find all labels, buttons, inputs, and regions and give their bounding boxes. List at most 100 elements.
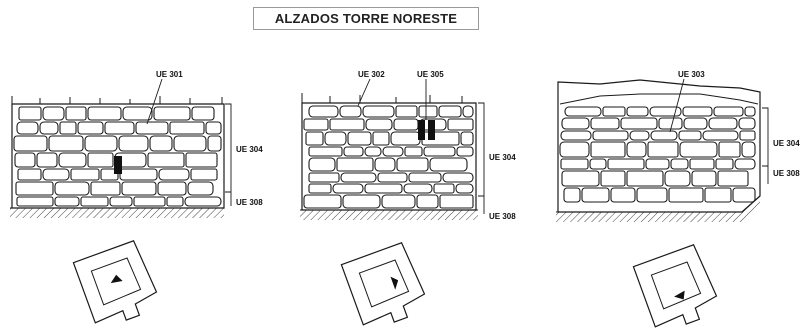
stone	[559, 141, 590, 158]
stone	[80, 196, 109, 207]
stone	[668, 187, 704, 203]
stone	[439, 194, 474, 209]
stone	[664, 170, 691, 187]
stone	[118, 135, 149, 152]
stone	[184, 196, 222, 207]
stone	[678, 130, 702, 141]
stone	[104, 121, 135, 135]
stone	[418, 105, 438, 118]
view-marker	[390, 276, 399, 290]
side-bracket	[478, 102, 485, 214]
stone	[169, 121, 205, 135]
stone	[147, 152, 185, 168]
stone	[324, 131, 347, 146]
stone	[626, 106, 649, 117]
stone	[689, 158, 715, 170]
view-marker	[674, 290, 685, 300]
stone	[303, 194, 342, 209]
stone	[626, 170, 664, 187]
wall-outline	[301, 102, 477, 211]
label-ue-305: UE 305	[417, 70, 444, 79]
stone	[423, 146, 456, 157]
stone	[560, 130, 592, 141]
stone	[416, 194, 439, 209]
stone	[185, 152, 218, 168]
stone	[404, 146, 423, 157]
label-ue-304: UE 304	[489, 153, 516, 162]
stone	[365, 118, 393, 131]
label-ue-308: UE 308	[773, 169, 800, 178]
label-ue-308: UE 308	[489, 212, 516, 221]
stone	[135, 121, 169, 135]
stone	[303, 118, 329, 131]
stone	[564, 106, 602, 117]
stone	[704, 187, 732, 203]
label-ue-303: UE 303	[678, 70, 705, 79]
stone	[16, 121, 39, 135]
plan-key-2	[340, 242, 426, 326]
stone	[650, 130, 678, 141]
stone	[305, 131, 324, 146]
label-ue-304: UE 304	[773, 139, 800, 148]
stone	[59, 121, 77, 135]
stone	[691, 170, 717, 187]
stone	[339, 105, 362, 118]
stone	[15, 181, 54, 196]
stone	[600, 170, 626, 187]
stone	[602, 106, 626, 117]
stone	[16, 196, 54, 207]
stone	[647, 141, 679, 158]
label-ue-308: UE 308	[236, 198, 263, 207]
stone	[340, 172, 377, 183]
stone	[364, 183, 403, 194]
stone	[343, 146, 364, 157]
stone	[626, 141, 647, 158]
stone	[390, 131, 421, 146]
stone	[122, 106, 153, 121]
stone	[744, 106, 756, 117]
stone	[713, 106, 744, 117]
stone	[670, 158, 689, 170]
stone	[679, 141, 718, 158]
stone	[590, 117, 620, 130]
stone	[717, 170, 749, 187]
wall-top-fringe	[11, 96, 223, 104]
stone	[149, 135, 173, 152]
stone	[308, 105, 339, 118]
stone	[347, 131, 372, 146]
stone	[715, 158, 734, 170]
stone	[58, 152, 87, 168]
sheet-title: ALZADOS TORRE NORESTE	[253, 7, 479, 30]
stone	[683, 117, 708, 130]
label-ue-301: UE 301	[156, 70, 183, 79]
plan-key-3	[632, 244, 718, 328]
stone	[702, 130, 739, 141]
stone	[592, 130, 629, 141]
wall-outline	[557, 79, 761, 213]
stone	[408, 172, 442, 183]
stone	[382, 146, 404, 157]
stone	[447, 118, 474, 131]
ground-hatch	[556, 196, 760, 222]
stone	[645, 158, 670, 170]
stone	[48, 135, 84, 152]
stone	[590, 141, 626, 158]
stone	[377, 172, 408, 183]
stone	[455, 183, 474, 194]
stone	[121, 181, 157, 196]
stone	[77, 121, 104, 135]
stone	[87, 152, 114, 168]
stone	[620, 117, 658, 130]
stone	[649, 106, 682, 117]
stone	[738, 117, 756, 130]
stone	[42, 106, 65, 121]
stone	[421, 131, 460, 146]
stone	[589, 158, 607, 170]
stone	[133, 196, 166, 207]
stone	[205, 121, 222, 135]
stone	[629, 130, 650, 141]
stone	[658, 117, 683, 130]
stone	[329, 118, 365, 131]
stone	[561, 117, 590, 130]
